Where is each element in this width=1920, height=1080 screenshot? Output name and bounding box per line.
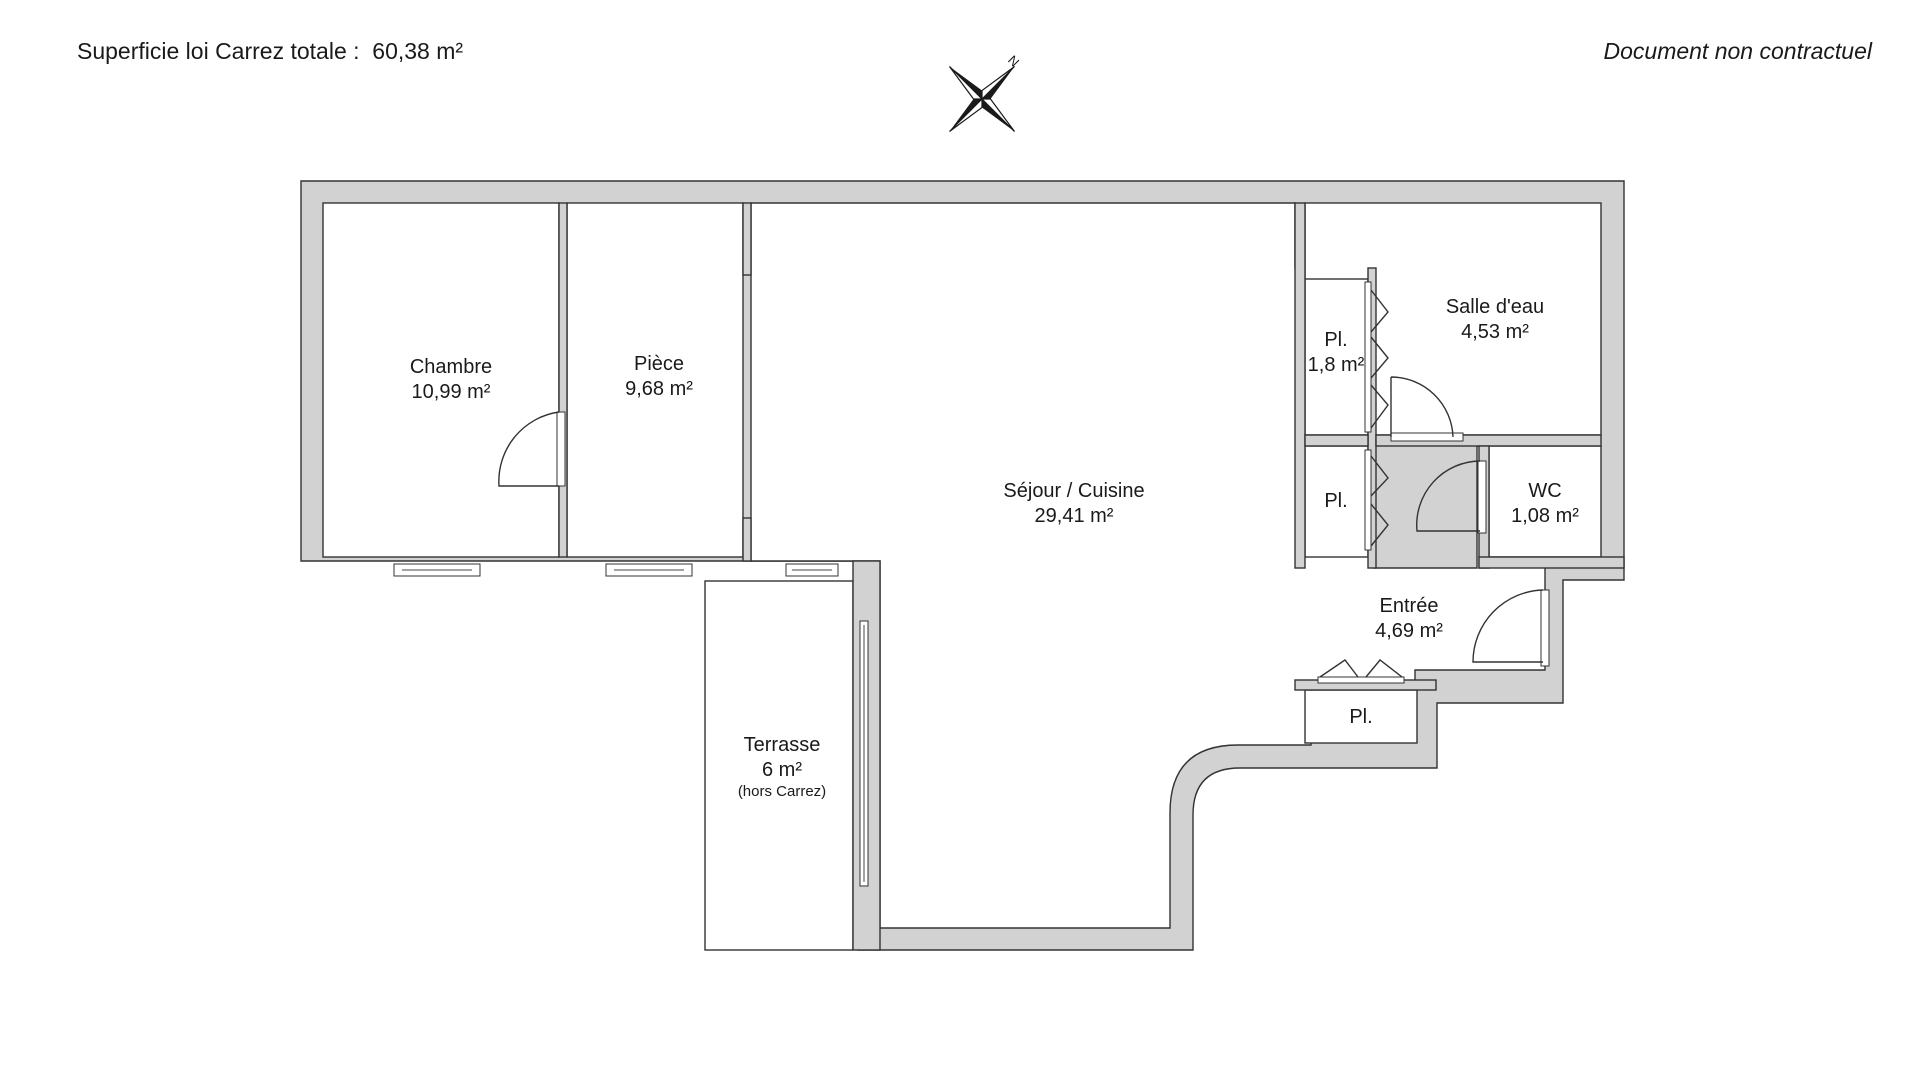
room-wc <box>1488 445 1602 558</box>
disclaimer: Document non contractuel <box>1603 38 1873 64</box>
room-placard-3 <box>1304 689 1418 744</box>
compass-north-letter: N <box>1005 52 1022 69</box>
label-chambre: Chambre 10,99 m² <box>410 356 492 403</box>
room-area-placard-1: 1,8 m² <box>1308 354 1365 376</box>
room-name-terrasse: Terrasse <box>744 734 821 756</box>
label-entree: Entrée 4,69 m² <box>1375 595 1443 642</box>
wall-placard1-placard2 <box>1304 434 1369 447</box>
label-sejour: Séjour / Cuisine 29,41 m² <box>1003 480 1144 527</box>
room-name-chambre: Chambre <box>410 356 492 378</box>
door-salle-eau <box>1390 376 1464 442</box>
room-chambre <box>322 202 560 558</box>
room-area-wc: 1,08 m² <box>1511 505 1579 527</box>
terrasse-area <box>704 580 854 951</box>
room-name-piece: Pièce <box>634 353 684 375</box>
room-name-sejour: Séjour / Cuisine <box>1003 480 1144 502</box>
closet-doors-placard-2 <box>1364 449 1389 551</box>
label-wc: WC 1,08 m² <box>1511 480 1579 527</box>
room-name-placard-2: Pl. <box>1324 490 1347 512</box>
closet-doors-placard-1 <box>1364 281 1389 433</box>
label-placard-1: Pl. 1,8 m² <box>1308 329 1365 376</box>
room-name-placard-3: Pl. <box>1349 706 1372 728</box>
sliding-door-terrasse <box>859 620 869 887</box>
label-salle-eau: Salle d'eau 4,53 m² <box>1446 296 1544 343</box>
room-name-entree: Entrée <box>1380 595 1439 617</box>
label-terrasse: Terrasse 6 m² (hors Carrez) <box>738 734 826 800</box>
room-name-wc: WC <box>1528 480 1561 502</box>
compass-rose-icon <box>948 65 1016 133</box>
room-name-placard-1: Pl. <box>1324 329 1347 351</box>
wall-wc-bottom <box>1478 556 1625 569</box>
room-placard-1 <box>1304 278 1369 436</box>
room-area-piece: 9,68 m² <box>625 378 693 400</box>
room-area-sejour: 29,41 m² <box>1035 505 1114 527</box>
room-name-salle-eau: Salle d'eau <box>1446 296 1544 318</box>
room-area-terrasse: 6 m² <box>762 759 802 781</box>
label-placard-2: Pl. <box>1324 490 1347 512</box>
door-wc <box>1416 460 1487 534</box>
window-sejour <box>785 563 839 577</box>
window-chambre <box>393 563 481 577</box>
door-entree <box>1472 589 1550 667</box>
room-area-entree: 4,69 m² <box>1375 620 1443 642</box>
room-area-chambre: 10,99 m² <box>412 381 491 403</box>
wall-piece-sejour-bottom <box>742 517 752 562</box>
label-piece: Pièce 9,68 m² <box>625 353 693 400</box>
label-placard-3: Pl. <box>1349 706 1372 728</box>
closet-doors-placard-3 <box>1317 659 1405 684</box>
wall-piece-sejour-top <box>742 202 752 276</box>
room-area-salle-eau: 4,53 m² <box>1461 321 1529 343</box>
wall-sejour-salle <box>1294 202 1306 569</box>
door-chambre <box>498 411 566 487</box>
window-piece <box>605 563 693 577</box>
room-piece <box>566 202 744 558</box>
room-note-terrasse: (hors Carrez) <box>738 783 826 800</box>
wall-chambre-piece <box>558 202 568 558</box>
total-area-label: Superficie loi Carrez totale : <box>77 38 360 64</box>
total-area-value: 60,38 m² <box>372 38 464 64</box>
total-area-header: Superficie loi Carrez totale : 60,38 m² <box>77 38 463 65</box>
